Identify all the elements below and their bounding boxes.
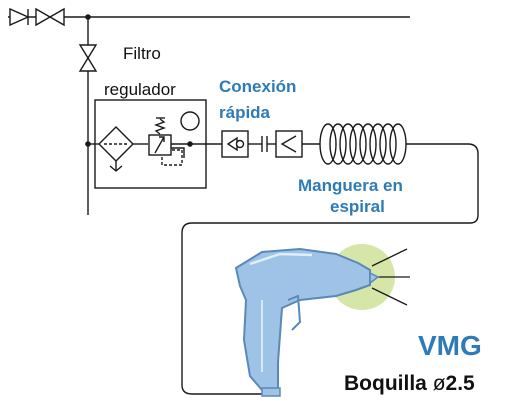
hose-line xyxy=(181,143,479,395)
regulator-icon xyxy=(148,117,185,166)
filter-regulator-label-line1: Filtro xyxy=(123,44,161,63)
nozzle-word: Boquilla xyxy=(344,372,427,395)
nozzle-diameter: 2.5 xyxy=(445,372,475,395)
spray-lines xyxy=(371,248,410,306)
shutoff-valve-icon xyxy=(35,7,65,27)
quick-coupler-label-line2: rápida xyxy=(219,103,271,122)
diameter-symbol: ø xyxy=(432,372,446,395)
coil-hose-label-line2: espiral xyxy=(330,197,385,216)
air-gun-icon xyxy=(234,247,380,397)
pressure-gauge-icon xyxy=(180,111,200,131)
filter-regulator-label-line2: regulador xyxy=(104,80,176,99)
product-name: VMG xyxy=(418,330,482,361)
filter-icon xyxy=(98,126,134,172)
coil-hose-icon xyxy=(319,123,407,165)
quick-coupler-label-line1: Conexión xyxy=(219,77,297,96)
check-valve-icon xyxy=(9,7,30,27)
nozzle-spec: Boquilla ø2.5 xyxy=(344,373,475,394)
quick-coupler-icon xyxy=(221,130,320,158)
coil-hose-label-line1: Manguera en xyxy=(298,176,403,195)
branch-shutoff-valve-icon xyxy=(78,44,98,72)
